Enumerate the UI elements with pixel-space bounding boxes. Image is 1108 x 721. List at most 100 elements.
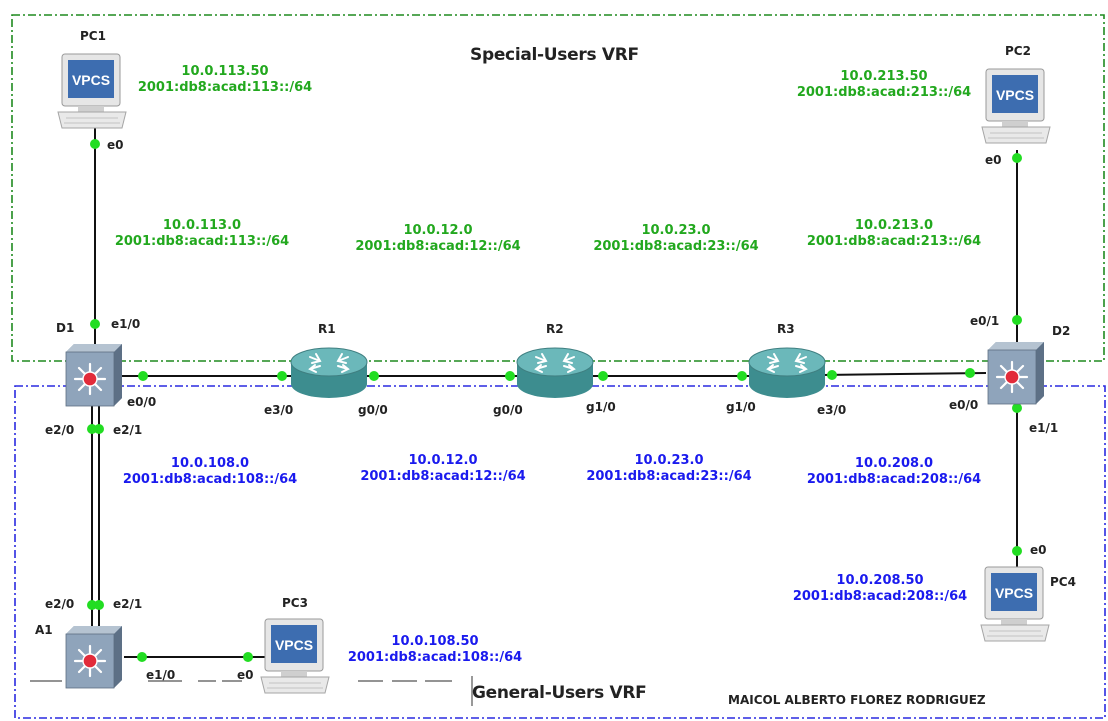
link-dot-d2-e0-0 (965, 368, 975, 378)
pc1-ipv6: 2001:db8:acad:113::/64 (137, 79, 313, 95)
d2-e1-1-label: e1/1 (1029, 421, 1059, 435)
pc1-e0-label: e0 (107, 138, 124, 152)
net-23-special-address: 10.0.23.0 2001:db8:acad:23::/64 (593, 223, 758, 254)
pc1-name: PC1 (80, 29, 106, 43)
link-dot-r1-e3-0 (277, 371, 287, 381)
r1-name: R1 (318, 322, 336, 336)
svg-text:VPCS: VPCS (72, 72, 110, 88)
net-12-general-ipv4: 10.0.12.0 (408, 453, 478, 468)
link-r3-d2 (821, 372, 987, 376)
r2-g1-0-label: g1/0 (586, 400, 616, 414)
link-dot-r1-g0-0 (369, 371, 379, 381)
net-213-ipv6: 2001:db8:acad:213::/64 (806, 233, 982, 249)
net-213-ipv4: 10.0.213.0 (854, 218, 934, 233)
net-12-general-address: 10.0.12.0 2001:db8:acad:12::/64 (360, 453, 525, 484)
link-dot-r3-e3-0 (827, 370, 837, 380)
svg-text:VPCS: VPCS (995, 585, 1033, 601)
a1-e1-0-label: e1/0 (146, 668, 176, 682)
r3-name: R3 (777, 322, 795, 336)
pc4-e0-label: e0 (1030, 543, 1047, 557)
a1-multilayer-switch-icon[interactable] (64, 626, 124, 690)
link-dot-pc3-e0 (243, 652, 253, 662)
pc1-address: 10.0.113.50 2001:db8:acad:113::/64 (138, 64, 312, 95)
link-dot-a1-e1-0 (137, 652, 147, 662)
pc4-name: PC4 (1050, 575, 1076, 589)
pc3-ipv4: 10.0.108.50 (391, 634, 479, 649)
pc1-vpcs-icon[interactable]: VPCS (56, 52, 128, 132)
pc4-ipv4: 10.0.208.50 (836, 573, 924, 588)
link-dot-d2-e1-1 (1012, 403, 1022, 413)
pc3-vpcs-icon[interactable]: VPCS (259, 617, 331, 697)
net-23-general-ipv4: 10.0.23.0 (634, 453, 704, 468)
d2-e0-0-label: e0/0 (949, 398, 979, 412)
link-dot-d1-e2-0 (87, 424, 97, 434)
d1-e0-0-label: e0/0 (127, 395, 157, 409)
link-dot-d1-e0-0 (138, 371, 148, 381)
pc2-e0-label: e0 (985, 153, 1002, 167)
pc4-address: 10.0.208.50 2001:db8:acad:208::/64 (793, 573, 967, 604)
link-dot-d1-e1-0 (90, 319, 100, 329)
special-vrf-title: Special-Users VRF (470, 45, 639, 65)
pc3-e0-label: e0 (237, 668, 254, 682)
link-dot-a1-e2-0 (87, 600, 97, 610)
a1-e2-1-label: e2/1 (113, 597, 143, 611)
link-dot-r3-g1-0 (737, 371, 747, 381)
d1-e2-1-label: e2/1 (113, 423, 143, 437)
net-12-special-ipv6: 2001:db8:acad:12::/64 (355, 238, 521, 254)
net-108-ipv4: 10.0.108.0 (170, 456, 250, 471)
link-dot-d2-e0-1 (1012, 315, 1022, 325)
d1-name: D1 (56, 321, 75, 335)
r1-router-icon[interactable] (288, 346, 370, 402)
link-dot-r2-g0-0 (505, 371, 515, 381)
net-12-special-address: 10.0.12.0 2001:db8:acad:12::/64 (355, 223, 520, 254)
general-vrf-title: General-Users VRF (472, 683, 647, 703)
net-12-special-ipv4: 10.0.12.0 (403, 223, 473, 238)
r3-g1-0-label: g1/0 (726, 400, 756, 414)
pc2-address: 10.0.213.50 2001:db8:acad:213::/64 (797, 69, 971, 100)
r1-g0-0-label: g0/0 (358, 403, 388, 417)
d1-e2-0-label: e2/0 (45, 423, 75, 437)
net-208-address: 10.0.208.0 2001:db8:acad:208::/64 (807, 456, 981, 487)
net-23-general-ipv6: 2001:db8:acad:23::/64 (586, 468, 752, 484)
r3-router-icon[interactable] (746, 346, 828, 402)
net-213-address: 10.0.213.0 2001:db8:acad:213::/64 (807, 218, 981, 249)
net-23-special-ipv4: 10.0.23.0 (641, 223, 711, 238)
net-23-special-ipv6: 2001:db8:acad:23::/64 (593, 238, 759, 254)
svg-text:VPCS: VPCS (996, 87, 1034, 103)
pc2-name: PC2 (1005, 44, 1031, 58)
d2-name: D2 (1052, 324, 1071, 338)
link-dot-pc1-e0 (90, 139, 100, 149)
d2-multilayer-switch-icon[interactable] (986, 342, 1046, 406)
a1-e2-0-label: e2/0 (45, 597, 75, 611)
pc4-ipv6: 2001:db8:acad:208::/64 (792, 588, 968, 604)
general-users-vrf-zone (14, 385, 1106, 719)
net-108-ipv6: 2001:db8:acad:108::/64 (122, 471, 298, 487)
pc2-ipv4: 10.0.213.50 (840, 69, 928, 84)
r2-g0-0-label: g0/0 (493, 403, 523, 417)
d2-e0-1-label: e0/1 (970, 314, 1000, 328)
d1-e1-0-label: e1/0 (111, 317, 141, 331)
r3-e3-0-label: e3/0 (817, 403, 847, 417)
svg-text:VPCS: VPCS (275, 637, 313, 653)
r2-router-icon[interactable] (514, 346, 596, 402)
link-dot-pc2-e0 (1012, 153, 1022, 163)
link-dot-a1-e2-1 (94, 600, 104, 610)
pc3-address: 10.0.108.50 2001:db8:acad:108::/64 (348, 634, 522, 665)
r2-name: R2 (546, 322, 564, 336)
r1-e3-0-label: e3/0 (264, 403, 294, 417)
net-113-ipv6: 2001:db8:acad:113::/64 (114, 233, 290, 249)
pc4-vpcs-icon[interactable]: VPCS (979, 565, 1051, 645)
pc2-vpcs-icon[interactable]: VPCS (980, 67, 1052, 147)
pc2-ipv6: 2001:db8:acad:213::/64 (796, 84, 972, 100)
link-dot-r2-g1-0 (598, 371, 608, 381)
link-dot-pc4-e0 (1012, 546, 1022, 556)
link-dot-d1-e2-1 (94, 424, 104, 434)
author-label: MAICOL ALBERTO FLOREZ RODRIGUEZ (728, 693, 986, 707)
net-108-address: 10.0.108.0 2001:db8:acad:108::/64 (123, 456, 297, 487)
d1-multilayer-switch-icon[interactable] (64, 344, 124, 408)
pc3-ipv6: 2001:db8:acad:108::/64 (347, 649, 523, 665)
net-208-ipv4: 10.0.208.0 (854, 456, 934, 471)
net-208-ipv6: 2001:db8:acad:208::/64 (806, 471, 982, 487)
net-23-general-address: 10.0.23.0 2001:db8:acad:23::/64 (586, 453, 751, 484)
